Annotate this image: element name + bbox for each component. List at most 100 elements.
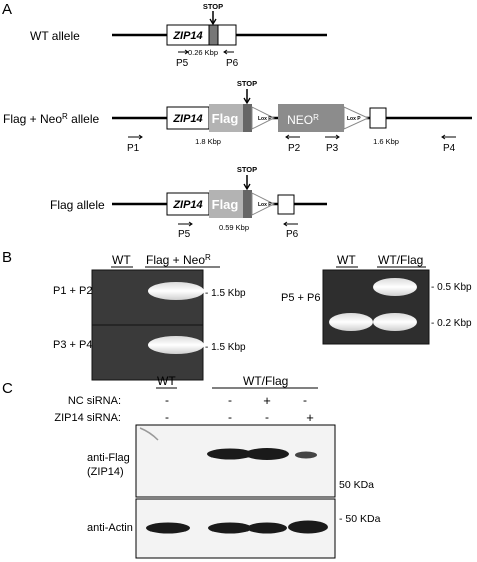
flagneo-p2-arrow bbox=[285, 134, 300, 140]
gel-left-band1: - 1.5 Kbp bbox=[205, 288, 246, 299]
nc-mark-2: - bbox=[228, 393, 232, 407]
flagneo-size-right: 1.6 Kbp bbox=[373, 137, 399, 146]
flag-p5-label: P5 bbox=[178, 229, 191, 240]
blot-anti-actin: anti-Actin - 50 KDa bbox=[87, 498, 381, 559]
wt-p6-arrow bbox=[223, 49, 234, 55]
blot-anti-flag-label-2: (ZIP14) bbox=[87, 466, 124, 478]
zip-mark-3: - bbox=[265, 410, 269, 424]
blot-smudge bbox=[139, 427, 159, 441]
wt-allele-diagram: WT allele ZIP14 STOP 0.26 Kbp P5 P6 bbox=[30, 2, 327, 69]
blot-col-wt: WT bbox=[157, 374, 176, 388]
actin-band-lane2 bbox=[208, 522, 252, 534]
wt-exon-tail bbox=[217, 24, 237, 46]
flagneo-p2-label: P2 bbox=[288, 143, 301, 154]
flag-p5-arrow bbox=[178, 221, 193, 227]
gel-left-col-flagneo: Flag + NeoR bbox=[146, 253, 211, 268]
flag-stop-arrowhead bbox=[243, 183, 251, 191]
wt-stop-label: STOP bbox=[203, 2, 223, 11]
flagneo-stop-label: STOP bbox=[237, 79, 257, 88]
gel-right-row: P5 + P6 bbox=[281, 292, 320, 304]
gel-right-col-wtflag: WT/Flag bbox=[378, 253, 423, 267]
gel-right-col-wt: WT bbox=[337, 253, 356, 267]
nc-mark-4: - bbox=[303, 393, 307, 407]
zip-mark-1: - bbox=[165, 410, 169, 424]
flag-size-label: 0.59 Kbp bbox=[219, 223, 249, 232]
blot-anti-flag: anti-Flag (ZIP14) 50 KDa bbox=[87, 424, 374, 498]
gel-right-image bbox=[322, 269, 430, 345]
flagneo-neo-box bbox=[278, 104, 344, 132]
flagneo-stop-arrowhead bbox=[243, 97, 251, 105]
blot-anti-flag-membrane bbox=[135, 424, 336, 498]
blot-anti-actin-label: anti-Actin bbox=[87, 522, 133, 534]
flagneo-loxp-2-label: Lox P bbox=[347, 116, 361, 122]
wt-p6-label: P6 bbox=[226, 58, 239, 69]
gel-right-band-bottom-label: - 0.2 Kbp bbox=[431, 318, 472, 329]
flagneo-p1-label: P1 bbox=[127, 143, 140, 154]
wt-zip14-label: ZIP14 bbox=[172, 30, 202, 42]
wt-p5-arrow bbox=[178, 49, 189, 55]
flag-p6-arrow bbox=[283, 221, 298, 227]
nc-mark-1: - bbox=[165, 393, 169, 407]
flag-zip14-label: ZIP14 bbox=[172, 199, 202, 211]
gel-left-row2: P3 + P4 bbox=[53, 339, 92, 351]
flag-flag-box bbox=[209, 190, 243, 218]
panel-b-letter: B bbox=[2, 249, 12, 266]
gel-left: WT Flag + NeoR P1 + P2 - 1.5 Kbp P3 + P4… bbox=[53, 253, 246, 381]
panel-a-letter: A bbox=[2, 1, 12, 18]
flagneo-p1-arrow bbox=[128, 134, 143, 140]
gel-left-row1: P1 + P2 bbox=[53, 285, 92, 297]
flag-band-lane2 bbox=[207, 448, 253, 460]
flag-loxp bbox=[251, 192, 276, 216]
blot-anti-flag-mw: 50 KDa bbox=[339, 479, 374, 491]
flagneo-flag-box bbox=[209, 104, 243, 132]
zip-mark-2: - bbox=[228, 410, 232, 424]
blot-col-wtflag: WT/Flag bbox=[243, 374, 288, 388]
flag-stop-label: STOP bbox=[237, 165, 257, 174]
gel-left-band2: - 1.5 Kbp bbox=[205, 342, 246, 353]
flag-flag-label: Flag bbox=[212, 197, 239, 212]
flagneo-flag-label: Flag bbox=[212, 111, 239, 126]
wt-stop-segment bbox=[208, 24, 219, 46]
flagneo-allele-label: Flag + NeoR allele bbox=[3, 112, 100, 127]
gel-right-band-bottom-wtflag bbox=[373, 313, 417, 331]
flagneo-loxp-1-label: Lox P bbox=[258, 116, 272, 122]
gel-right-band-bottom-wt bbox=[329, 313, 373, 331]
flagneo-loxp-2 bbox=[343, 106, 370, 130]
flagneo-neo-label: NEOR bbox=[287, 113, 319, 128]
flagneo-allele-diagram: Flag + NeoR allele ZIP14 Flag Lox P NEOR… bbox=[3, 79, 472, 154]
blot-anti-flag-label-1: anti-Flag bbox=[87, 452, 130, 464]
flag-allele-diagram: Flag allele ZIP14 Flag Lox P STOP 0.59 K… bbox=[50, 165, 327, 240]
gel-right: WT WT/Flag P5 + P6 - 0.5 Kbp - 0.2 Kbp bbox=[281, 253, 472, 345]
flagneo-zip14-label: ZIP14 bbox=[172, 113, 202, 125]
actin-band-lane1 bbox=[146, 522, 190, 534]
flag-p6-label: P6 bbox=[286, 229, 299, 240]
flagneo-p3-arrow bbox=[325, 134, 340, 140]
blot-row-zip14: ZIP14 siRNA: bbox=[54, 412, 121, 424]
flag-band-lane4 bbox=[295, 451, 317, 459]
flag-allele-label: Flag allele bbox=[50, 198, 105, 212]
nc-mark-3: + bbox=[263, 393, 271, 408]
flag-loxp-label: Lox P bbox=[258, 202, 272, 208]
gel-left-col-wt: WT bbox=[112, 253, 131, 267]
wt-allele-label: WT allele bbox=[30, 29, 80, 43]
flag-band-lane3 bbox=[245, 448, 289, 460]
flagneo-p4-arrow bbox=[441, 134, 456, 140]
wt-size-label: 0.26 Kbp bbox=[188, 48, 218, 57]
flagneo-loxp-1 bbox=[251, 106, 276, 130]
blot-anti-actin-mw: - 50 KDa bbox=[339, 513, 381, 525]
flagneo-p3-label: P3 bbox=[326, 143, 339, 154]
zip-mark-4: + bbox=[306, 410, 314, 425]
gel-left-top-band bbox=[148, 282, 204, 300]
blot-row-nc: NC siRNA: bbox=[68, 395, 121, 407]
actin-band-lane4 bbox=[288, 520, 328, 534]
wt-stop-arrowhead bbox=[209, 18, 217, 26]
blot-nc-marks: - - + - bbox=[165, 393, 307, 408]
gel-left-bottom-band bbox=[148, 336, 204, 354]
blot-zip14-marks: - - - + bbox=[165, 410, 314, 425]
flagneo-p4-label: P4 bbox=[443, 143, 456, 154]
flagneo-stop-segment bbox=[243, 104, 252, 132]
gel-right-band-top bbox=[373, 278, 417, 296]
flagneo-size-left: 1.8 Kbp bbox=[195, 137, 221, 146]
wt-p5-label: P5 bbox=[176, 58, 189, 69]
